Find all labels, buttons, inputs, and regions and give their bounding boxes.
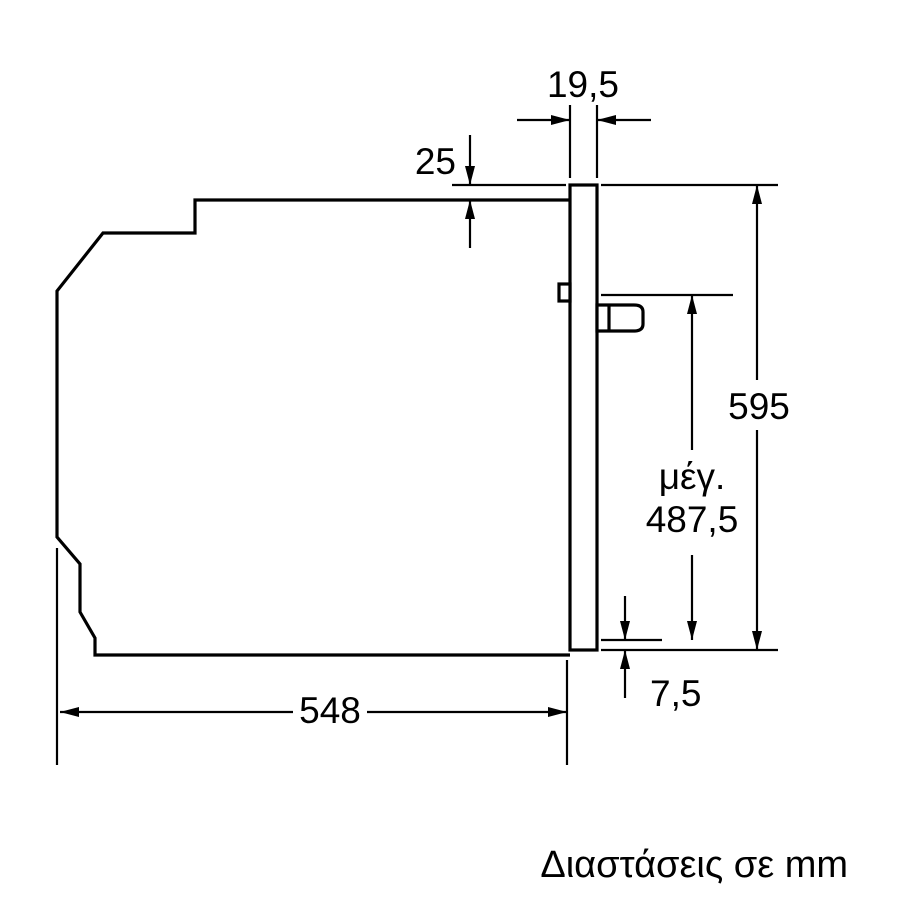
- dim-body-depth-label: 548: [299, 690, 361, 731]
- oven-door-handle: [595, 303, 645, 333]
- appliance-outline: [55, 183, 645, 657]
- dim-front-height: 595: [601, 183, 790, 652]
- dim-panel-thickness-label: 19,5: [547, 64, 619, 105]
- dim-max-prefix-label: μέγ.: [659, 456, 726, 497]
- dim-top-inset-label: 25: [415, 141, 456, 182]
- dim-panel-thickness: 19,5: [517, 64, 651, 178]
- control-notch: [557, 282, 572, 303]
- units-caption: Διαστάσεις σε mm: [540, 844, 848, 886]
- dim-front-height-label: 595: [728, 386, 790, 427]
- dim-max-value-label: 487,5: [646, 499, 739, 540]
- dim-max-height: μέγ. 487,5: [601, 293, 739, 642]
- dim-bottom-offset-label: 7,5: [650, 673, 701, 714]
- oven-front-panel: [568, 183, 599, 652]
- dim-bottom-offset: 7,5: [620, 596, 701, 714]
- dim-top-inset: 25: [415, 135, 566, 248]
- dim-body-depth: 548: [55, 548, 569, 765]
- oven-body-outline: [55, 198, 570, 657]
